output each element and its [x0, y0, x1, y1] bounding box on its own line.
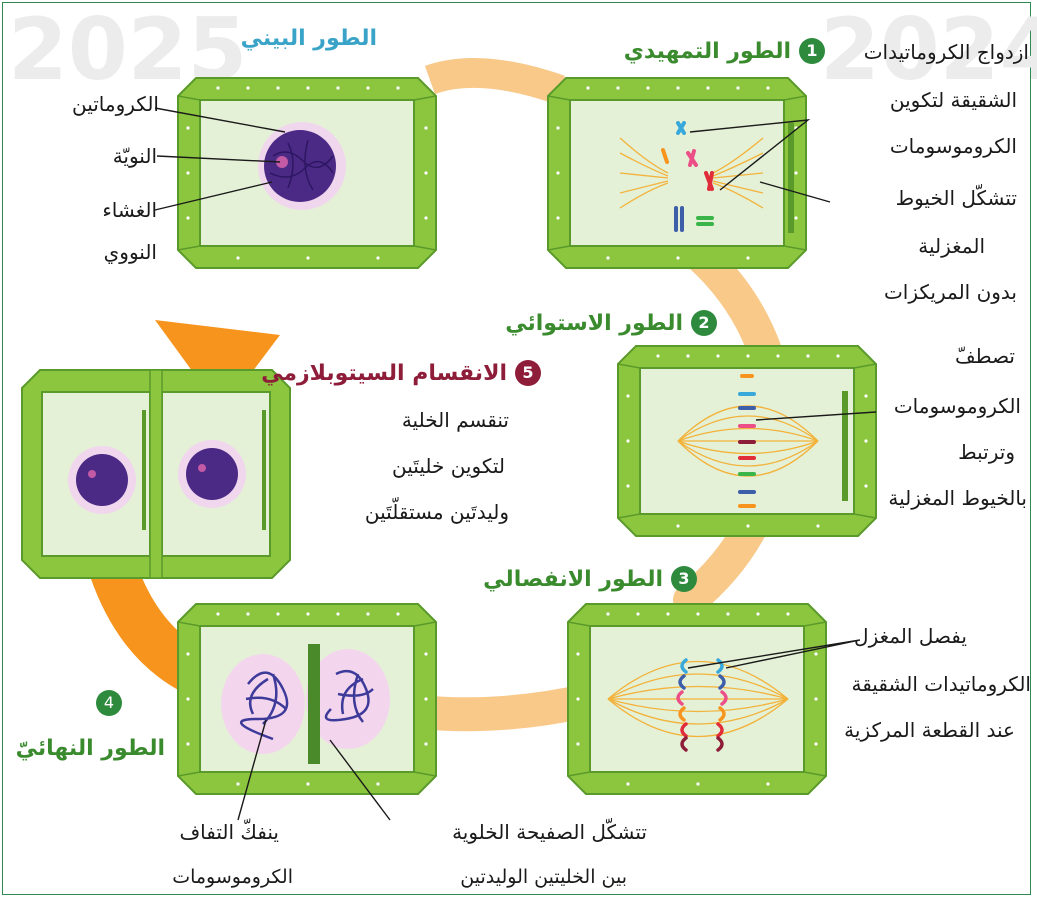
uncoil-pointer [237, 719, 267, 821]
spindle-pointer [759, 181, 831, 203]
prophase-spindle-2: المغزلية [918, 234, 985, 258]
anaphase-pointer [687, 639, 861, 669]
anaphase-label-3: عند القطعة المركزية [844, 718, 1015, 742]
telophase-title: الطور النهائيّ [15, 736, 165, 761]
cytokinesis-label-1: تنقسم الخلية [401, 408, 509, 432]
membrane-label-1: الغشاء [102, 198, 157, 222]
anaphase-title-text: الطور الانفصالي [483, 566, 663, 592]
metaphase-pointer [755, 411, 877, 421]
telophase-plate-1: تتشكّل الصفيحة الخلوية [452, 820, 647, 844]
nucleus [264, 130, 336, 202]
cytokinesis-label-3: وليدتَين مستقلّتَين [364, 500, 509, 524]
metaphase-label-2: الكروموسومات [893, 394, 1021, 418]
interphase-title: الطور البيني [240, 26, 377, 51]
prophase-spindle-1: تتشكّل الخيوط [895, 186, 1017, 210]
cytokinesis-title-text: الانقسام السيتوبلازمي [261, 360, 507, 386]
watermark-right: 2024 [820, 0, 1037, 100]
cycle-ring-bottom [418, 683, 594, 732]
metaphase-number-badge: 2 [691, 310, 717, 336]
prophase-pairing-1: ازدواج الكروماتيدات [863, 40, 1029, 64]
metaphase-label-1: تصطفّ [954, 344, 1015, 368]
chromatin-label: الكروماتين [71, 92, 159, 116]
anaphase-number-badge: 3 [671, 566, 697, 592]
membrane-pointer [154, 181, 273, 211]
cytokinesis-cells [21, 369, 291, 579]
cycle-arrow-head [155, 320, 280, 412]
nucleolus [276, 156, 288, 168]
telophase-cell [177, 603, 437, 795]
anaphase-label-1: يفصل المغزل [854, 624, 967, 648]
nucleolus-pointer [156, 155, 281, 163]
prophase-pairing-3: الكروموسومات [889, 134, 1017, 158]
cytokinesis-title: 5 الانقسام السيتوبلازمي [261, 360, 541, 386]
metaphase-label-4: بالخيوط المغزلية [888, 486, 1027, 510]
prophase-spindle-3: بدون المريكزات [883, 280, 1017, 304]
prophase-pairing-2: الشقيقة لتكوين [889, 88, 1017, 112]
telophase-uncoil-1: ينفكّ التفاف [179, 820, 279, 844]
anaphase-label-2: الكروماتيدات الشقيقة [851, 672, 1031, 696]
prophase-title-text: الطور التمهيدي [623, 38, 791, 64]
cytokinesis-label-2: لتكوين خليتَين [392, 454, 505, 478]
prophase-number-badge: 1 [799, 38, 825, 64]
telophase-uncoil-2: الكروموسومات [172, 866, 293, 888]
pairing-pointer [689, 119, 811, 191]
metaphase-cell [617, 345, 877, 537]
cell-plate [308, 644, 320, 764]
chromatin-pointer [154, 107, 286, 133]
cycle-ring-top [424, 57, 565, 105]
cytokinesis-number-badge: 5 [515, 360, 541, 386]
prophase-title: 1 الطور التمهيدي [624, 38, 825, 64]
membrane-label-2: النووي [103, 240, 157, 264]
telophase-number-badge: 4 [96, 690, 122, 716]
anaphase-title: 3 الطور الانفصالي [483, 566, 697, 592]
telophase-plate-2: بين الخليتين الوليدتين [460, 866, 627, 888]
interphase-cell [177, 77, 437, 269]
plate-pointer [329, 739, 391, 821]
anaphase-cell [567, 603, 827, 795]
metaphase-title-text: الطور الاستوائي [505, 310, 683, 336]
metaphase-title: 2 الطور الاستوائي [505, 310, 717, 336]
prophase-cell [547, 77, 807, 269]
nucleolus-label: النويّة [112, 144, 157, 168]
metaphase-label-3: وترتبط [958, 440, 1015, 464]
